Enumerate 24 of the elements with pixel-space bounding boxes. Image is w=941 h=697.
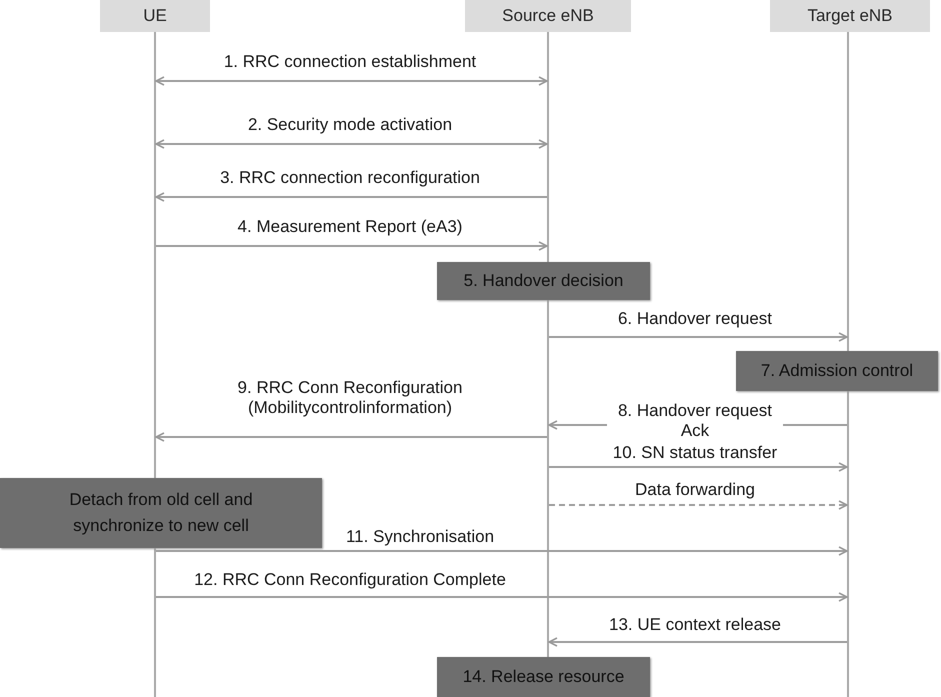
lifeline-header: UE: [100, 0, 210, 32]
message-arrow: [548, 637, 847, 647]
message-arrow: [155, 76, 548, 86]
lifeline-header: Source eNB: [465, 0, 631, 32]
lifeline: [154, 32, 156, 478]
message-arrow: [155, 139, 548, 149]
message-arrow: [549, 462, 848, 472]
activity-box: Detach from old cell and synchronize to new cell: [0, 478, 322, 548]
lifeline: [547, 32, 549, 262]
message-arrow: [155, 192, 547, 202]
message-arrow: [156, 546, 848, 556]
lifeline: [547, 300, 549, 657]
lifeline-header: Target eNB: [770, 0, 930, 32]
lifeline: [847, 391, 849, 697]
lifeline: [847, 32, 849, 351]
lifeline: [154, 548, 156, 697]
message-arrow: [549, 332, 848, 342]
activity-box: 7. Admission control: [736, 351, 938, 391]
activity-box: 5. Handover decision: [437, 262, 650, 300]
message-arrow: [156, 241, 548, 251]
message-arrow: [155, 432, 547, 442]
activity-box: 14. Release resource: [437, 657, 650, 697]
message-arrow: [156, 592, 848, 602]
message-arrow: [549, 500, 848, 510]
